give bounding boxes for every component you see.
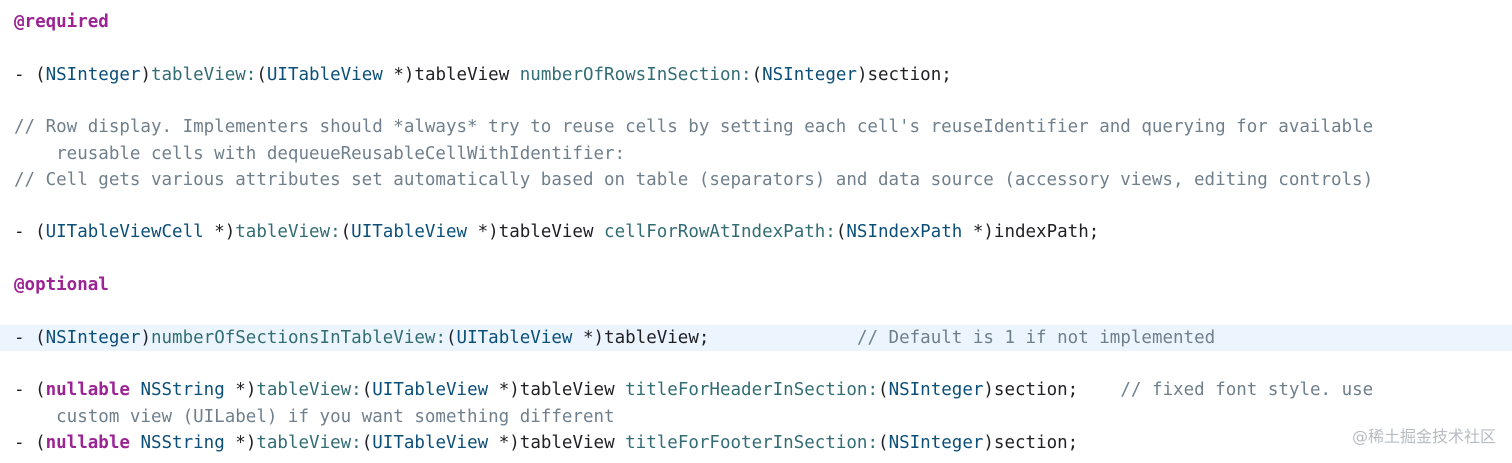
code-line[interactable]: custom view (UILabel) if you want someth… [0,404,1512,430]
keyword-token: @optional [14,275,109,295]
code-token: ( [751,64,763,85]
code-line[interactable]: // Row display. Implementers should *alw… [0,114,1512,140]
code-line[interactable]: @optional [0,272,1512,298]
code-token: - ( [14,327,46,348]
code-line[interactable]: - (UITableViewCell *)tableView:(UITableV… [0,219,1512,245]
type-token: NSIndexPath [846,222,963,243]
code-token: ( [361,432,373,453]
comment-token: // fixed font style. use [1120,380,1374,401]
code-token: ( [835,222,847,243]
method-token: titleForFooterInSection: [625,432,879,453]
watermark: @稀土掘金技术社区 [1351,427,1496,446]
type-token: NSInteger [888,380,984,401]
type-token: UITableView [456,327,573,348]
code-line[interactable] [0,298,1512,324]
code-line[interactable]: reusable cells with dequeueReusableCellW… [0,141,1512,167]
code-token: *)tableView [382,64,520,85]
type-token: UITableView [372,432,489,453]
code-token [130,380,141,400]
code-line[interactable]: - (NSInteger)tableView:(UITableView *)ta… [0,62,1512,88]
code-line[interactable] [0,246,1512,272]
method-token: tableView: [256,380,362,401]
code-line[interactable]: // Cell gets various attributes set auto… [0,167,1512,193]
method-token: tableView: [150,64,257,85]
type-token: NSString [140,380,225,401]
type-token: UITableViewCell [45,222,204,243]
code-token: - ( [14,222,46,243]
type-token: NSInteger [45,64,141,85]
type-token: UITableView [266,64,383,85]
code-token: )section; [983,432,1079,453]
keyword-token: nullable [45,380,130,401]
code-token: *)indexPath; [962,222,1100,243]
type-token: NSString [140,432,225,453]
code-token: ( [256,64,267,85]
method-token: numberOfSectionsInTableView: [150,327,446,348]
keyword-token: nullable [45,432,130,453]
code-line[interactable]: - (nullable NSString *)tableView:(UITabl… [0,430,1512,456]
code-token: - ( [14,64,46,85]
method-token: tableView: [256,432,362,453]
code-token: - ( [14,432,46,453]
comment-token: custom view (UILabel) if you want someth… [14,406,615,427]
method-token: titleForHeaderInSection: [625,380,879,401]
type-token: UITableView [351,222,468,243]
code-token: *)tableView [467,222,605,243]
type-token: NSInteger [762,64,857,85]
comment-token: reusable cells with dequeueReusableCellW… [14,143,626,164]
code-token: )section; [856,64,952,85]
code-token: *)tableView [488,380,626,401]
method-token: numberOfRowsInSection: [519,64,752,85]
code-line[interactable] [0,351,1512,377]
comment-token: // Default is 1 if not implemented [856,327,1216,348]
type-token: UITableView [372,380,489,401]
code-token: ( [878,432,889,453]
code-token: - ( [14,380,46,401]
code-line[interactable] [0,193,1512,219]
code-line-current[interactable]: - (NSInteger)numberOfSectionsInTableView… [0,324,1512,351]
code-line[interactable] [0,88,1512,114]
code-token: )section; [983,380,1121,401]
code-token: ( [340,222,352,243]
code-token: *) [224,380,257,401]
code-token: *)tableView; [572,327,857,348]
type-token: NSInteger [45,327,141,348]
code-token: *)tableView [488,432,626,453]
code-token: ( [361,380,373,401]
code-token [130,433,141,453]
method-token: cellForRowAtIndexPath: [604,222,836,243]
type-token: NSInteger [888,432,984,453]
code-token: *) [224,432,257,453]
comment-token: // Cell gets various attributes set auto… [14,169,1374,190]
code-line[interactable]: - (nullable NSString *)tableView:(UITabl… [0,377,1512,403]
keyword-token: @required [14,12,109,32]
code-token: *) [203,222,236,243]
comment-token: // Row display. Implementers should *alw… [14,117,1374,138]
code-line[interactable] [0,35,1512,61]
code-token: ) [140,327,151,348]
code-token: ( [878,380,889,401]
code-token: ) [140,64,151,85]
code-token: ( [446,327,457,348]
method-token: tableView: [235,222,341,243]
code-line[interactable]: @required [0,9,1512,35]
